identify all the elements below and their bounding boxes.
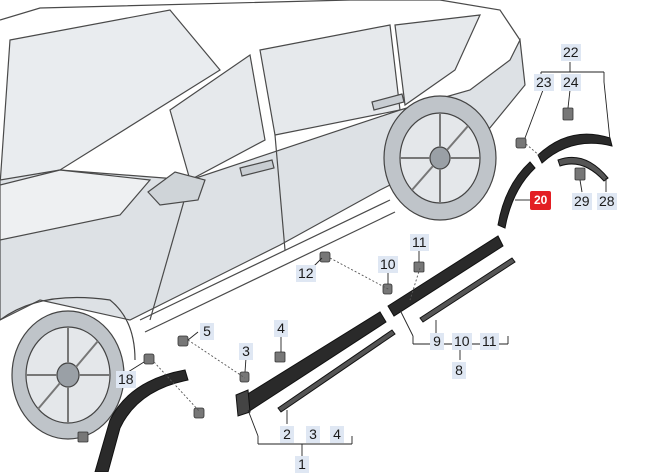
rear-arch-trim-upper [537, 133, 613, 164]
clip-3 [239, 371, 250, 383]
clip-24 [562, 107, 574, 121]
callout-18[interactable]: 18 [116, 371, 136, 388]
callout-24[interactable]: 24 [561, 74, 581, 91]
clip-18c [77, 431, 89, 443]
callout-10-upper[interactable]: 10 [378, 256, 398, 273]
callout-12[interactable]: 12 [296, 265, 316, 282]
rear-arch-trims [497, 133, 613, 229]
clip-12 [319, 251, 331, 263]
callout-2[interactable]: 2 [280, 426, 294, 443]
front-sill-trim [237, 311, 387, 413]
rear-arch-trim-lower [497, 161, 536, 229]
car-body [0, 0, 526, 333]
clips [77, 107, 586, 443]
callout-10-lower[interactable]: 10 [452, 333, 472, 350]
callout-9[interactable]: 9 [430, 333, 444, 350]
callout-4-lower[interactable]: 4 [330, 426, 344, 443]
rear-door-handle [371, 93, 405, 111]
clip-29 [574, 167, 586, 181]
callout-11-upper[interactable]: 11 [410, 234, 429, 251]
rear-sill-strip [419, 257, 516, 323]
rear-quarter-window [394, 14, 481, 107]
callout-4-upper[interactable]: 4 [274, 320, 288, 337]
side-mirror [147, 171, 206, 206]
front-side-window [169, 53, 266, 181]
hood [0, 169, 152, 241]
callout-1[interactable]: 1 [295, 456, 309, 473]
callout-3-lower[interactable]: 3 [306, 426, 320, 443]
rear-sill-trim [387, 235, 504, 317]
callout-3-upper[interactable]: 3 [239, 343, 253, 360]
front-arch-trim [94, 369, 189, 472]
clip-23 [515, 137, 527, 149]
body-side [0, 37, 526, 321]
rocker-line-2 [144, 211, 396, 333]
callout-11-lower[interactable]: 11 [480, 333, 499, 350]
callout-8[interactable]: 8 [452, 362, 466, 379]
clip-4 [274, 351, 286, 363]
clip-11 [413, 261, 425, 273]
callout-22[interactable]: 22 [561, 44, 581, 61]
trim-end-cap [235, 389, 251, 417]
clip-18b [193, 407, 205, 419]
front-sill-strip [277, 329, 396, 413]
clip-18a [143, 353, 155, 365]
roof-outline [0, 0, 521, 41]
callout-5[interactable]: 5 [200, 323, 214, 340]
front-door-line [149, 179, 191, 321]
clip-5 [177, 335, 189, 347]
front-wheel [0, 296, 136, 440]
rear-arch-strip [557, 156, 609, 182]
callout-29[interactable]: 29 [572, 193, 592, 210]
rear-wheel [383, 95, 497, 221]
rear-door-line [274, 134, 286, 251]
callout-28[interactable]: 28 [597, 193, 617, 210]
sill-trims [235, 235, 516, 417]
callout-23[interactable]: 23 [534, 74, 554, 91]
front-door-handle [239, 159, 275, 177]
windshield [0, 9, 221, 186]
callout-20-highlighted[interactable]: 20 [530, 191, 552, 210]
rocker-line [139, 199, 391, 321]
